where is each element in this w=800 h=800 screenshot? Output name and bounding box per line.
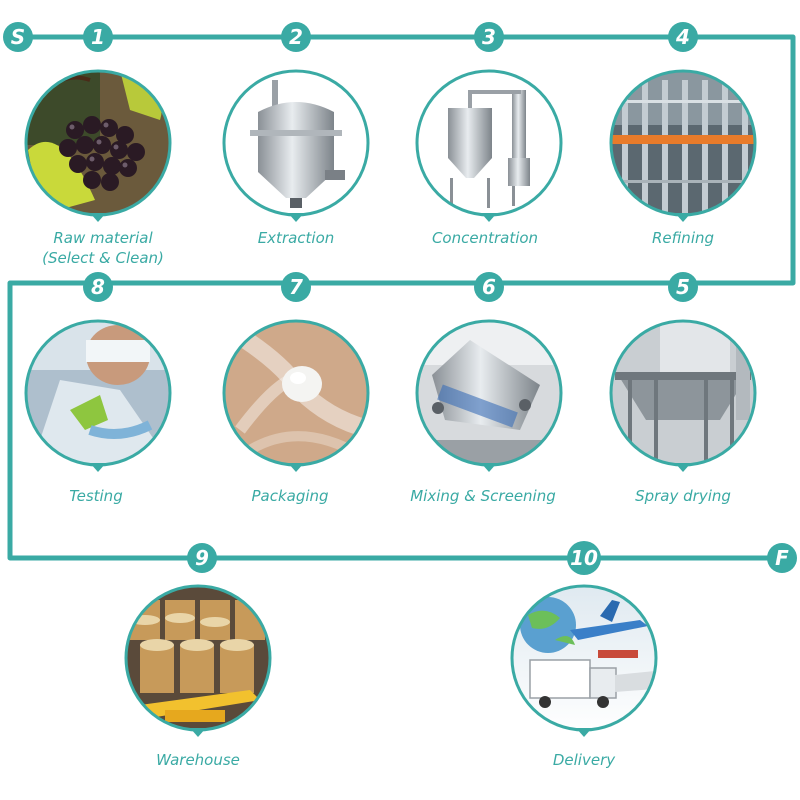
step-number: 1: [91, 25, 105, 49]
step-number: 4: [675, 25, 690, 49]
start-marker-text: S: [11, 25, 25, 49]
step-number: 5: [676, 275, 690, 299]
step-label: Delivery: [553, 751, 616, 769]
step-number: 8: [91, 275, 105, 299]
drums-on-pallet-photo: [127, 587, 269, 729]
step-number: 2: [289, 25, 303, 49]
step-8: 8 Testing: [24, 272, 172, 505]
step-label: Spray drying: [635, 487, 731, 505]
step-2: 2 Extraction: [222, 22, 370, 247]
finish-marker: F: [767, 543, 797, 573]
step-4: 4 Refining: [609, 22, 757, 247]
extraction-tank-photo: [225, 72, 367, 214]
step-label: Raw material: [53, 229, 153, 247]
step-1: 1 Raw material (Select & Clean): [24, 22, 172, 267]
step-3: 3 Concentration: [415, 22, 563, 247]
finish-marker-text: F: [775, 546, 789, 570]
step-number: 10: [570, 546, 598, 570]
concentrator-photo: [418, 72, 560, 214]
truck-plane-ship-photo: [513, 587, 655, 729]
step-9: 9 Warehouse: [124, 543, 272, 769]
step-label: Testing: [69, 487, 122, 505]
lab-testing-photo: [27, 322, 169, 464]
step-sublabel: (Select & Clean): [42, 249, 164, 267]
black-berries-photo: [27, 72, 169, 214]
step-number: 3: [482, 25, 496, 49]
flow-line: [7, 34, 796, 561]
step-number: 6: [482, 275, 496, 299]
step-label: Mixing & Screening: [410, 487, 556, 505]
step-7: 7 Packaging: [222, 272, 370, 505]
step-label: Extraction: [258, 229, 335, 247]
step-number: 7: [289, 275, 303, 299]
step-5: 5 Spray drying: [609, 272, 757, 505]
step-label: Packaging: [251, 487, 328, 505]
step-10: 10 Delivery: [510, 541, 658, 769]
step-label: Refining: [652, 229, 714, 247]
start-marker: S: [3, 22, 33, 52]
step-label: Warehouse: [156, 751, 240, 769]
step-label: Concentration: [432, 229, 538, 247]
step-6: 6 Mixing & Screening: [410, 272, 563, 505]
step-number: 9: [195, 546, 209, 570]
